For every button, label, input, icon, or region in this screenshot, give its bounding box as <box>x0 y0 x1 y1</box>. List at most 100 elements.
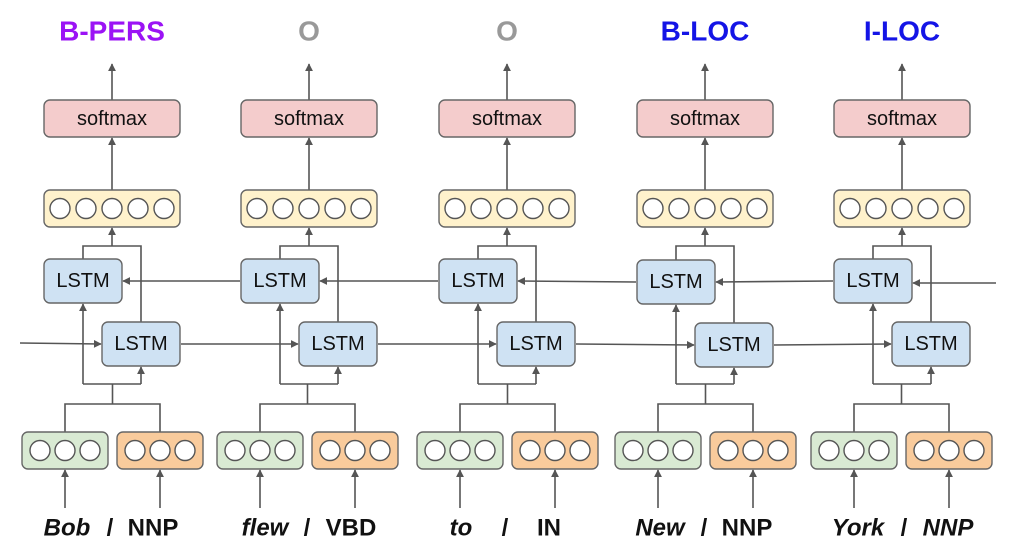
lstm-label: LSTM <box>311 333 364 355</box>
output-neuron <box>746 197 768 220</box>
token-word: flew <box>242 515 290 542</box>
concat-bracket <box>64 403 161 432</box>
backward-lstm-cell <box>833 258 913 304</box>
token-word: Bob <box>44 515 91 542</box>
word-embedding-neuron <box>29 439 51 462</box>
lstm-label: LSTM <box>904 333 957 355</box>
word-embedding-neuron <box>424 439 446 462</box>
word-embedding-neuron <box>249 439 271 462</box>
softmax-label: softmax <box>274 108 344 130</box>
pos-embedding-neuron <box>938 439 960 462</box>
pos-embedding-neuron <box>742 439 764 462</box>
word-embedding-neuron <box>474 439 496 462</box>
output-neuron <box>720 197 742 220</box>
token-pos-tag: VBD <box>326 515 377 542</box>
output-neuron <box>49 197 71 220</box>
forward-lstm-cell <box>496 321 576 367</box>
pos-embedding-neuron <box>963 439 985 462</box>
token-word: New <box>635 515 686 542</box>
word-embedding-neuron <box>224 439 246 462</box>
token-pos-tag: NNP <box>722 515 773 542</box>
lstm-label: LSTM <box>707 334 760 356</box>
backward-to-output-line <box>477 245 507 259</box>
word-embedding-neuron <box>449 439 471 462</box>
token-separator: / <box>304 515 311 542</box>
output-neuron <box>917 197 939 220</box>
pos-embedding-neuron <box>569 439 591 462</box>
softmax-box <box>636 99 774 138</box>
backward-recurrence-arrow <box>517 277 637 286</box>
output-neuron <box>839 197 861 220</box>
forward-to-output-line <box>112 245 142 322</box>
forward-recurrence-arrow <box>773 340 892 349</box>
softmax-label: softmax <box>472 108 542 130</box>
token-pos-tag: NNP <box>128 515 179 542</box>
backward-recurrence-arrow <box>715 277 834 286</box>
backward-to-output-line <box>279 245 309 259</box>
output-tag-label: O <box>298 16 320 47</box>
output-neuron <box>298 197 320 220</box>
concat-bracket <box>259 403 356 432</box>
token-word: to <box>450 515 473 542</box>
forward-to-output-line <box>902 245 932 322</box>
word-embedding-neuron <box>274 439 296 462</box>
output-neuron <box>324 197 346 220</box>
softmax-box <box>240 99 378 138</box>
output-neuron <box>350 197 372 220</box>
output-tag-label: O <box>496 16 518 47</box>
backward-to-output-line <box>872 245 902 259</box>
concat-bracket <box>657 403 754 432</box>
output-neuron <box>101 197 123 220</box>
lstm-label: LSTM <box>114 333 167 355</box>
softmax-label: softmax <box>867 108 937 130</box>
pos-embedding-neuron <box>369 439 391 462</box>
output-neuron <box>548 197 570 220</box>
forward-to-output-line <box>309 245 339 322</box>
output-neuron <box>943 197 965 220</box>
output-neuron <box>127 197 149 220</box>
token-separator: / <box>901 515 908 542</box>
pos-embedding-neuron <box>319 439 341 462</box>
softmax-box <box>43 99 181 138</box>
output-neuron <box>668 197 690 220</box>
token-word: York <box>832 515 886 542</box>
lstm-label: LSTM <box>253 270 306 292</box>
pos-embedding-neuron <box>124 439 146 462</box>
token-separator: / <box>107 515 114 542</box>
word-embedding-neuron <box>79 439 101 462</box>
forward-recurrence-arrow <box>575 340 695 349</box>
token-separator: / <box>502 515 509 542</box>
lstm-label: LSTM <box>56 270 109 292</box>
backward-lstm-cell <box>240 258 320 304</box>
connector-lines <box>19 63 996 508</box>
word-embedding-neuron <box>622 439 644 462</box>
softmax-label: softmax <box>77 108 147 130</box>
lstm-label: LSTM <box>649 271 702 293</box>
forward-to-output-line <box>705 245 735 323</box>
output-neuron <box>496 197 518 220</box>
lstm-label: LSTM <box>451 270 504 292</box>
softmax-box <box>833 99 971 138</box>
output-neuron <box>642 197 664 220</box>
output-neuron <box>522 197 544 220</box>
output-tag-label: I-LOC <box>864 16 940 47</box>
forward-lstm-cell <box>891 321 971 367</box>
pos-embedding-neuron <box>767 439 789 462</box>
forward-lstm-cell <box>101 321 181 367</box>
output-tag-label: B-PERS <box>59 16 165 47</box>
forward-lstm-cell <box>694 322 774 368</box>
word-embedding-neuron <box>672 439 694 462</box>
output-neuron <box>246 197 268 220</box>
pos-embedding-neuron <box>913 439 935 462</box>
forward-to-output-line <box>507 245 537 322</box>
concat-bracket <box>853 403 950 432</box>
backward-to-output-line <box>675 245 705 260</box>
lstm-label: LSTM <box>509 333 562 355</box>
pos-embedding-neuron <box>717 439 739 462</box>
pos-embedding-neuron <box>174 439 196 462</box>
output-neuron <box>891 197 913 220</box>
output-tag-label: B-LOC <box>661 16 750 47</box>
forward-recurrence-arrow <box>19 339 102 348</box>
